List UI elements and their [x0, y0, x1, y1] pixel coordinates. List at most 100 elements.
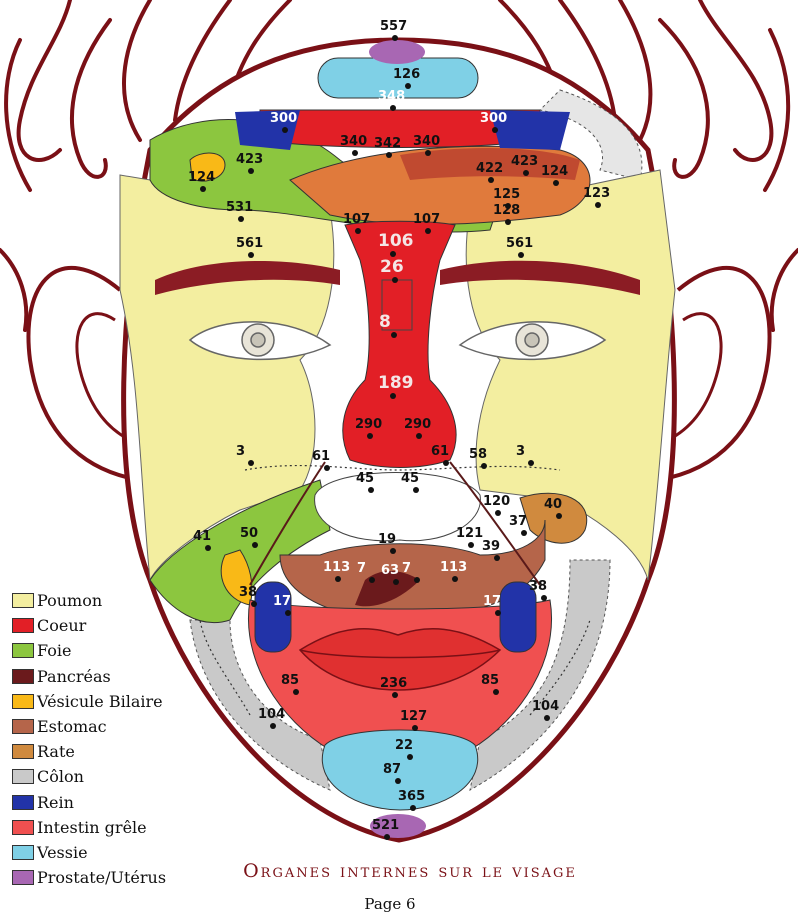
acupoint-dot	[528, 460, 534, 466]
acupoint-label: 104	[258, 707, 285, 722]
acupoint-dot	[251, 601, 257, 607]
acupoint-dot	[324, 465, 330, 471]
acupoint-label: 290	[404, 417, 431, 432]
zone-colon	[189, 619, 331, 791]
legend-label: Foie	[37, 641, 72, 661]
acupoint-dot	[293, 689, 299, 695]
legend-label: Intestin grêle	[37, 817, 147, 837]
acupoint-label: 19	[378, 532, 396, 547]
acupoint-dot	[541, 595, 547, 601]
acupoint-label: 300	[480, 111, 507, 126]
acupoint-dot	[248, 460, 254, 466]
legend-swatch	[12, 643, 34, 659]
acupoint-dot	[368, 487, 374, 493]
lips-line	[299, 649, 501, 659]
zone-prostate-chin	[370, 814, 426, 838]
acupoint-label: 189	[378, 373, 414, 393]
acupoint-label: 63	[381, 563, 399, 578]
acupoint-label: 85	[481, 673, 499, 688]
acupoint-dot	[252, 542, 258, 548]
acupoint-dot	[405, 83, 411, 89]
acupoint-dot	[410, 805, 416, 811]
zone-vessie-chin	[322, 729, 478, 811]
acupoint-dot	[355, 228, 361, 234]
acupoint-dot	[425, 150, 431, 156]
legend-item: Vessie	[12, 840, 212, 865]
eyes	[188, 321, 607, 361]
acupoint-label: 120	[483, 494, 510, 509]
acupoint-dot	[425, 228, 431, 234]
meridian-lines	[199, 464, 591, 716]
legend-item: Foie	[12, 638, 212, 663]
legend-swatch	[12, 719, 34, 735]
acupoint-label: 107	[413, 212, 440, 227]
acupoint-label: 22	[395, 738, 413, 753]
acupoint-dot	[200, 186, 206, 192]
acupoint-dot	[521, 530, 527, 536]
acupoint-dot	[412, 725, 418, 731]
zone-rein-left	[254, 581, 292, 653]
eyebrow-right	[440, 260, 640, 295]
acupoint-dot	[468, 542, 474, 548]
acupoint-label: 104	[532, 699, 559, 714]
zone-estomac-mouth	[279, 519, 546, 613]
zone-vesicule-forehead	[189, 152, 226, 182]
acupoint-label: 422	[476, 161, 503, 176]
acupoint-dot	[392, 277, 398, 283]
legend-label: Prostate/Utérus	[37, 868, 167, 888]
acupoint-dot	[248, 168, 254, 174]
caption: Organes internes sur le visage	[243, 860, 577, 882]
acupoint-dot	[369, 577, 375, 583]
acupoint-label: 58	[469, 447, 487, 462]
acupoint-dot	[505, 219, 511, 225]
legend-item: Pancréas	[12, 664, 212, 689]
acupoint-dot	[367, 433, 373, 439]
acupoint-label: 106	[378, 231, 414, 251]
acupoint-label: 41	[193, 529, 211, 544]
acupoint-dot	[544, 715, 550, 721]
acupoint-dot	[390, 251, 396, 257]
acupoint-label: 7	[402, 561, 411, 576]
acupoint-label: 300	[270, 111, 297, 126]
acupoint-label: 348	[378, 89, 405, 104]
acupoint-dot	[443, 460, 449, 466]
acupoint-label: 107	[343, 212, 370, 227]
acupoint-dot	[392, 692, 398, 698]
legend-item: Côlon	[12, 764, 212, 789]
legend-swatch	[12, 593, 34, 609]
hair-lines	[0, 0, 798, 332]
acupoint-dot	[285, 610, 291, 616]
acupoint-label: 340	[340, 134, 367, 149]
acupoint-dot	[413, 487, 419, 493]
acupoint-label: 39	[482, 539, 500, 554]
acupoint-label: 423	[236, 152, 263, 167]
acupoint-dot	[494, 555, 500, 561]
legend-item: Rate	[12, 739, 212, 764]
legend-item: Estomac	[12, 714, 212, 739]
acupoint-label: 17	[273, 594, 291, 609]
acupoint-dot	[392, 35, 398, 41]
acupoint-label: 38	[529, 579, 547, 594]
legend-label: Côlon	[37, 767, 84, 787]
zone-rein-left-forehead	[235, 110, 300, 150]
acupoint-label: 561	[236, 236, 263, 251]
acupoint-label: 128	[493, 203, 520, 218]
acupoint-dot	[553, 180, 559, 186]
acupoint-label: 423	[511, 154, 538, 169]
acupoint-label: 365	[398, 789, 425, 804]
acupoint-label: 121	[456, 526, 483, 541]
acupoint-label: 124	[541, 164, 568, 179]
acupoint-label: 61	[312, 449, 330, 464]
legend-label: Rein	[37, 792, 74, 812]
acupoint-dot	[595, 202, 601, 208]
acupoint-dot	[505, 203, 511, 209]
acupoint-dot	[390, 105, 396, 111]
acupoint-dot	[393, 579, 399, 585]
acupoint-dot	[386, 152, 392, 158]
acupoint-dot	[384, 834, 390, 840]
legend-swatch	[12, 819, 34, 835]
legend-swatch	[12, 693, 34, 709]
